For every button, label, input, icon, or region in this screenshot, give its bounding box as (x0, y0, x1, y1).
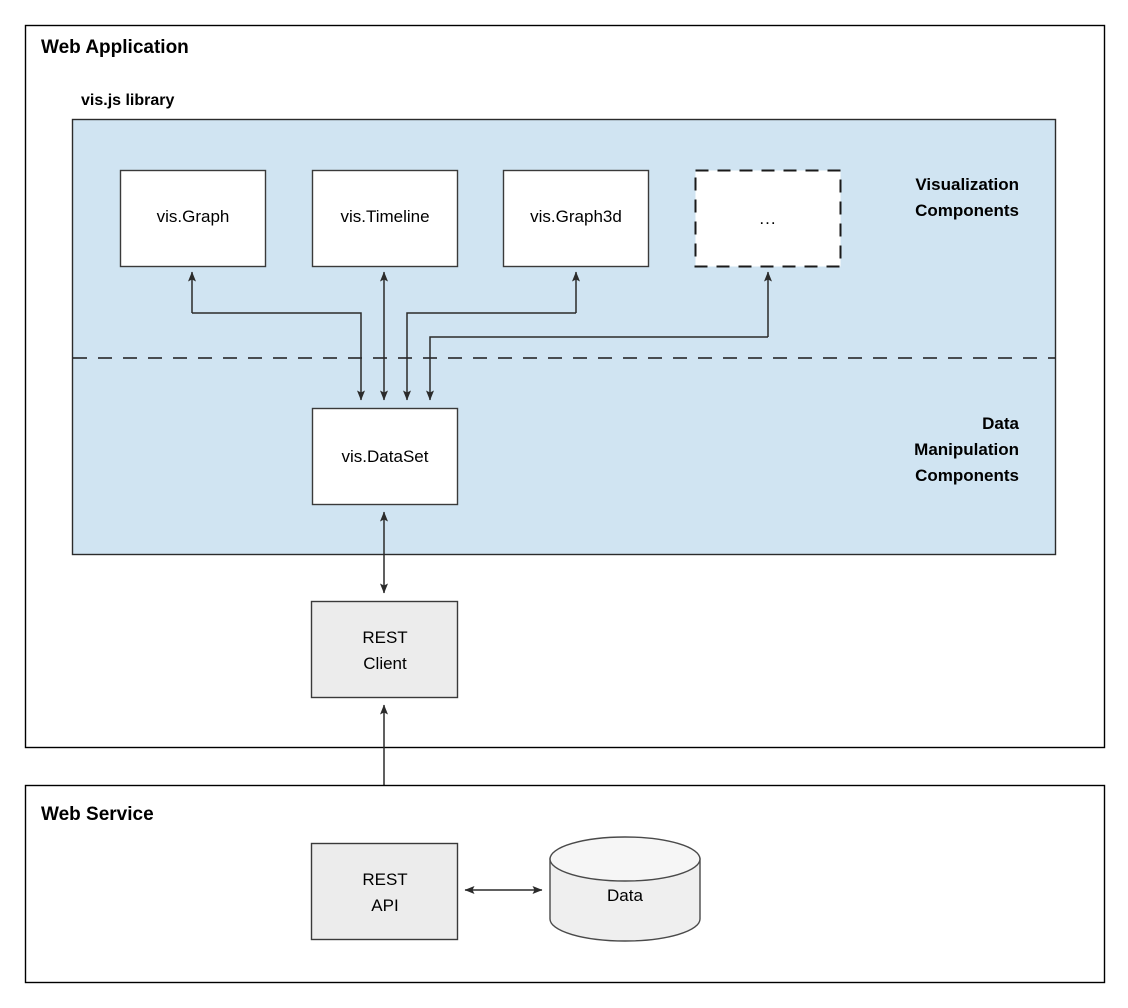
zone-label-visualization: Visualization Components (915, 175, 1019, 220)
node-vis-timeline-label: vis.Timeline (340, 207, 429, 226)
svg-text:Components: Components (915, 466, 1019, 485)
node-vis-graph[interactable]: vis.Graph (119, 169, 267, 268)
node-data-store-label: Data (607, 886, 643, 905)
node-data-store[interactable]: Data (549, 836, 701, 942)
node-vis-graph3d[interactable]: vis.Graph3d (502, 169, 650, 268)
node-vis-graph3d-label: vis.Graph3d (530, 207, 622, 226)
svg-text:Manipulation: Manipulation (914, 440, 1019, 459)
connector-dataset-to-visgraph (192, 312, 365, 401)
svg-text:Data: Data (982, 414, 1019, 433)
node-rest-api[interactable]: REST API (310, 842, 459, 941)
visjs-library-title: vis.js library (81, 92, 174, 109)
connector-dataset-to-visgraph3d (403, 312, 576, 401)
node-rest-client[interactable]: REST Client (310, 600, 459, 699)
node-rest-client-label-line2: Client (363, 654, 407, 673)
node-vis-dataset-label: vis.DataSet (342, 447, 429, 466)
node-more-components-label: ... (759, 209, 776, 228)
web-service-title: Web Service (41, 804, 154, 825)
connector-dataset-to-more (426, 336, 768, 401)
node-more-components[interactable]: ... (694, 169, 842, 268)
svg-text:Components: Components (915, 201, 1019, 220)
node-vis-timeline[interactable]: vis.Timeline (311, 169, 459, 268)
node-rest-api-label-line2: API (371, 896, 398, 915)
zone-label-data-manipulation: Data Manipulation Components (914, 414, 1019, 485)
node-rest-api-label-line1: REST (362, 870, 407, 889)
node-vis-graph-label: vis.Graph (157, 207, 230, 226)
web-application-title: Web Application (41, 37, 189, 58)
node-vis-dataset[interactable]: vis.DataSet (311, 407, 459, 506)
node-rest-client-label-line1: REST (362, 628, 407, 647)
svg-text:Visualization: Visualization (915, 175, 1019, 194)
